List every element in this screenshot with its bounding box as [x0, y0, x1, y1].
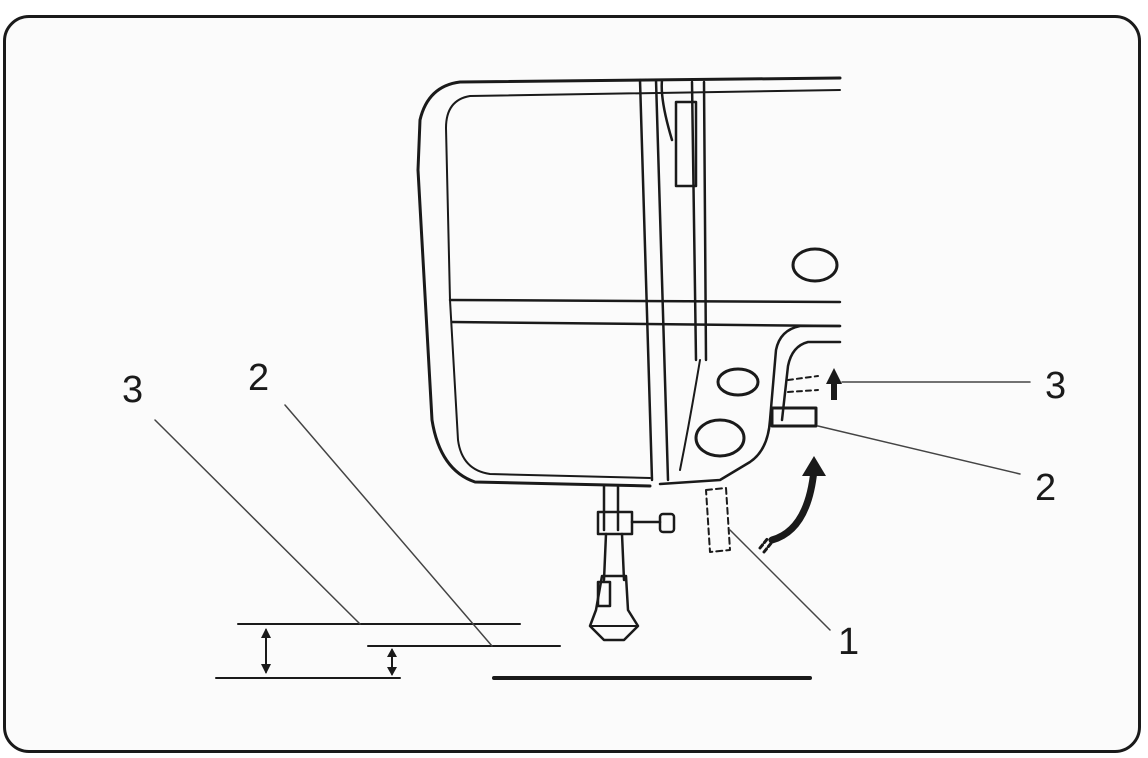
leader-lines: [154, 381, 1031, 647]
callout-right-2: 2: [1035, 467, 1056, 509]
height-reference: [215, 623, 812, 680]
callout-right-1: 1: [838, 621, 859, 663]
diagram-frame: [3, 15, 1141, 753]
callout-left-2: 2: [248, 357, 269, 399]
presser-lever: [705, 375, 819, 553]
face-plate: [638, 78, 708, 482]
callout-left-3: 3: [122, 369, 143, 411]
lower-body: [658, 324, 842, 486]
callout-right-3: 3: [1045, 365, 1066, 407]
needle-assembly: [588, 484, 676, 642]
body-seam: [448, 298, 842, 328]
oval-buttons: [694, 247, 839, 458]
up-arrow-icon: [826, 368, 842, 400]
curved-arrow-icon: [758, 456, 826, 554]
